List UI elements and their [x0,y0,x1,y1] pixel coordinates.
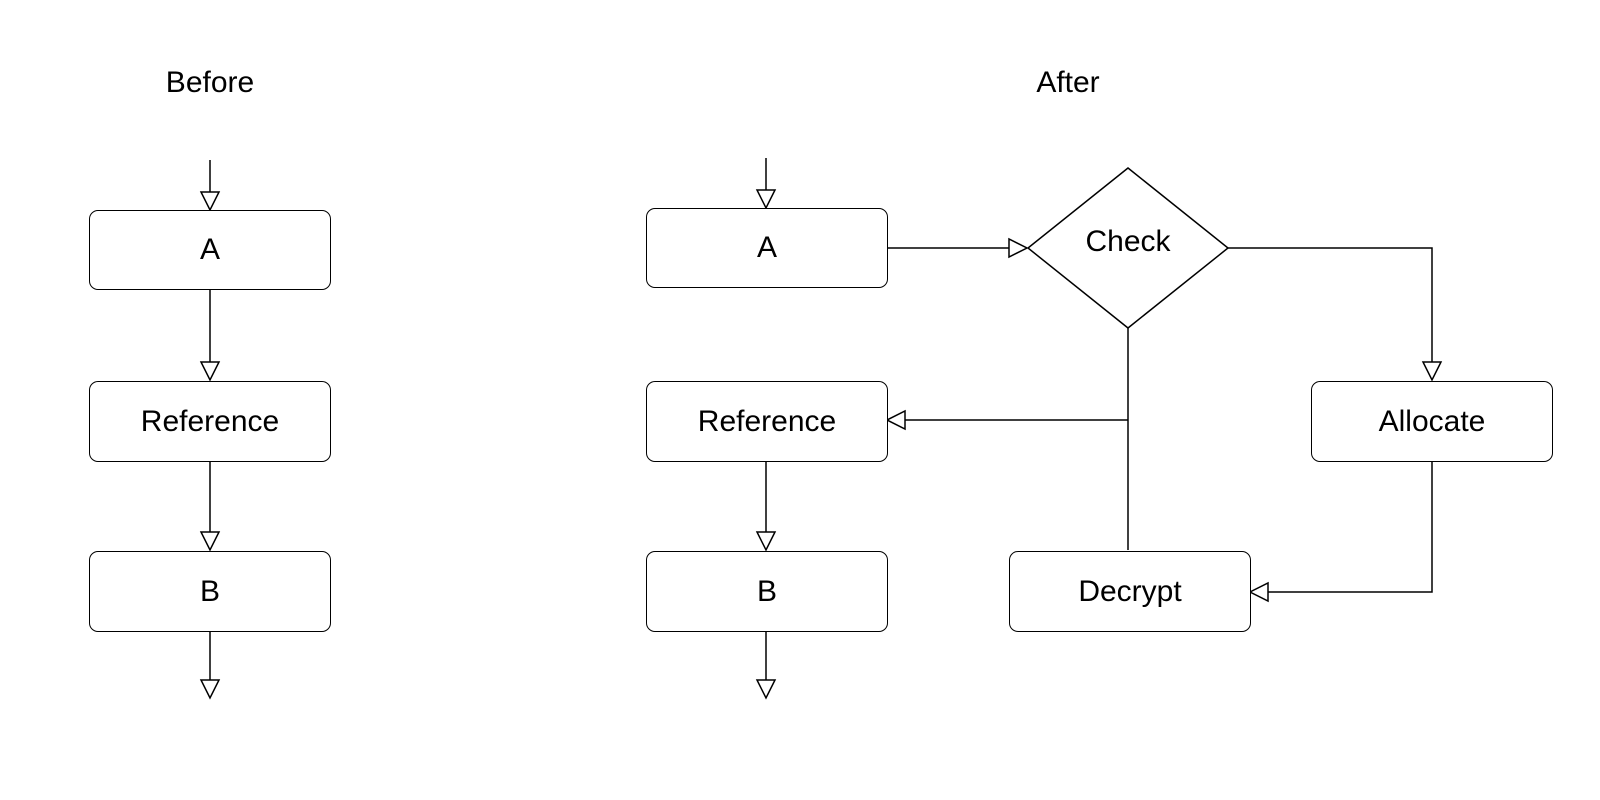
before-node-a: A [89,210,331,290]
after-arrow-check-to-reference [885,409,1128,431]
before-title: Before [165,66,255,99]
before-exit-arrow [199,632,221,700]
after-arrow-check-to-allocate [1228,247,1443,382]
before-node-b: B [89,551,331,632]
before-arrow-reference-to-b [199,462,221,552]
after-title: After [1036,66,1100,99]
before-entry-arrow [199,160,221,212]
after-exit-arrow [755,632,777,700]
after-node-a: A [646,208,888,288]
after-entry-arrow [755,158,777,210]
after-node-decrypt: Decrypt [1009,551,1251,632]
after-node-b: B [646,551,888,632]
after-arrow-reference-to-b [755,462,777,552]
before-arrow-a-to-reference [199,290,221,382]
before-node-reference: Reference [89,381,331,462]
after-arrow-a-to-check [887,237,1029,259]
after-arrow-allocate-to-decrypt [1248,462,1433,603]
after-node-check-label: Check [1085,225,1171,258]
after-node-reference: Reference [646,381,888,462]
after-node-allocate: Allocate [1311,381,1553,462]
